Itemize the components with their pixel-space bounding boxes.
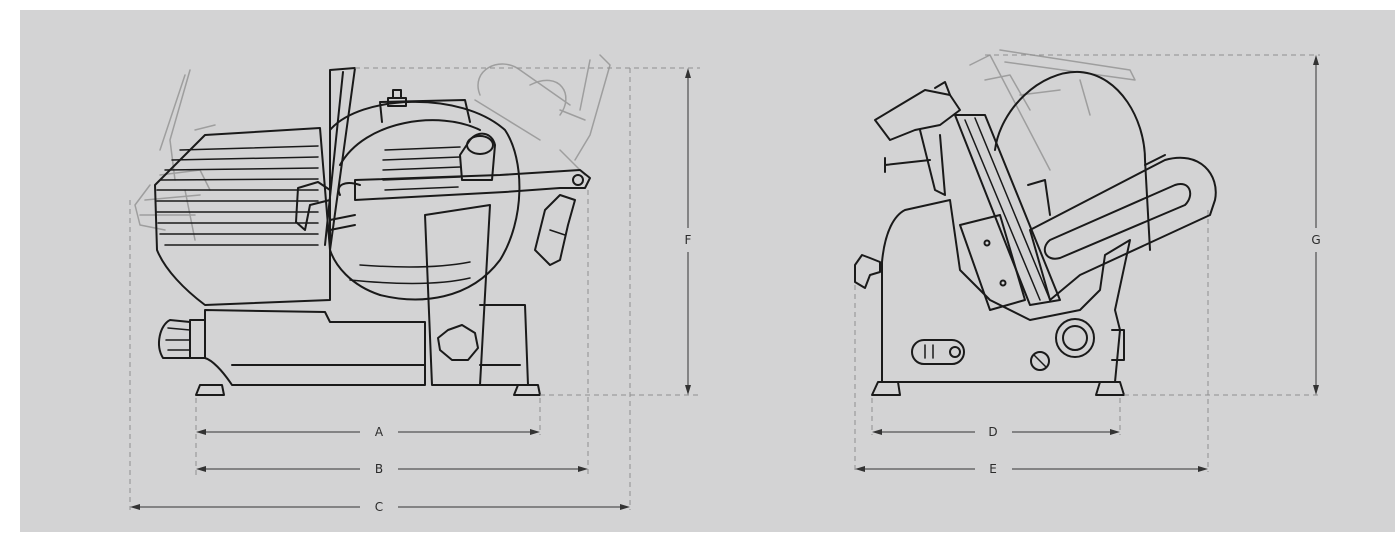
dimension-b-label: B: [375, 462, 383, 476]
dimension-e: E: [855, 462, 1208, 476]
side-view-extension-lines: [854, 54, 1320, 472]
dimension-f: F: [685, 68, 692, 395]
side-view-slicer: [854, 49, 1217, 396]
dimension-d-label: D: [988, 425, 997, 439]
front-view-extension-lines: [129, 67, 700, 510]
drawing-background: [20, 10, 1395, 532]
dimension-f-label: F: [685, 233, 692, 247]
dimension-a-label: A: [375, 425, 384, 439]
dimension-g-label: G: [1311, 233, 1320, 247]
dimension-g: G: [1311, 55, 1321, 395]
front-view-ghost-outline: [134, 54, 611, 241]
dimension-b: B: [196, 462, 588, 476]
dimension-d: D: [872, 425, 1120, 439]
dimension-c-label: C: [375, 500, 383, 514]
dimension-a: A: [196, 425, 540, 439]
front-view-slicer: [134, 54, 611, 396]
dimension-e-label: E: [989, 462, 997, 476]
dimension-c: C: [130, 500, 630, 514]
